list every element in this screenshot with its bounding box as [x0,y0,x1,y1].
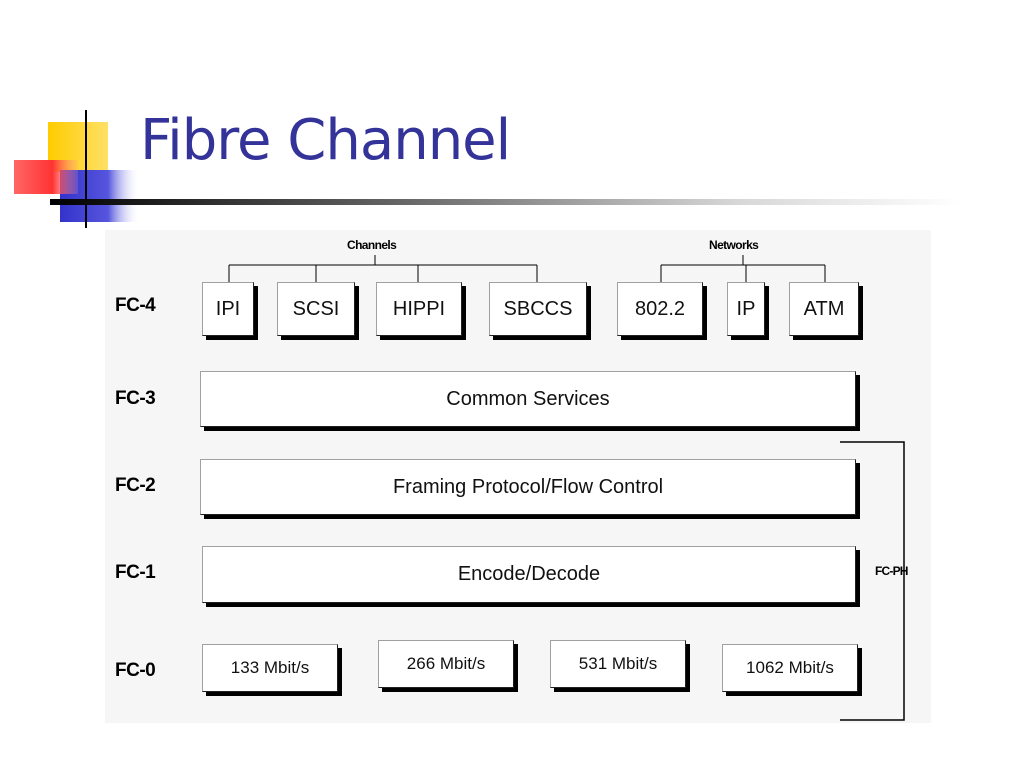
layer-label-fc0: FC-0 [115,660,156,681]
fc3-common-services: Common Services [200,371,856,427]
layer-label-fc4: FC-4 [115,295,156,316]
slide-logo-decoration [14,110,140,228]
fc4-box-ipi: IPI [202,282,254,336]
layer-label-fc3: FC-3 [115,388,156,409]
fc0-rate-266: 266 Mbit/s [378,640,514,688]
fibre-channel-layer-diagram: Channels Networks FC-4 IPI SCSI HIPPI SB… [105,230,931,723]
channels-connector [228,255,538,282]
fc0-rate-531: 531 Mbit/s [550,640,686,688]
fc4-box-sbccs: SBCCS [489,282,587,336]
fc4-box-ip: IP [727,282,765,336]
fc4-box-802-2: 802.2 [617,282,703,336]
fc1-encode-decode: Encode/Decode [202,546,856,603]
fc4-box-hippi: HIPPI [376,282,462,336]
slide-title: Fibre Channel [140,108,511,173]
networks-connector [660,255,826,282]
fc4-box-scsi: SCSI [277,282,355,336]
fc0-rate-133: 133 Mbit/s [202,644,338,692]
fc2-framing-protocol: Framing Protocol/Flow Control [200,459,856,515]
layer-label-fc2: FC-2 [115,475,156,496]
fc-ph-label: FC-PH [875,564,908,578]
fc-ph-bracket [840,441,905,721]
channels-label: Channels [347,238,397,252]
fc4-box-atm: ATM [789,282,859,336]
networks-label: Networks [709,238,759,252]
fc0-rate-1062: 1062 Mbit/s [722,644,858,692]
layer-label-fc1: FC-1 [115,562,156,583]
connector-lines [228,255,905,721]
title-divider [50,199,962,205]
